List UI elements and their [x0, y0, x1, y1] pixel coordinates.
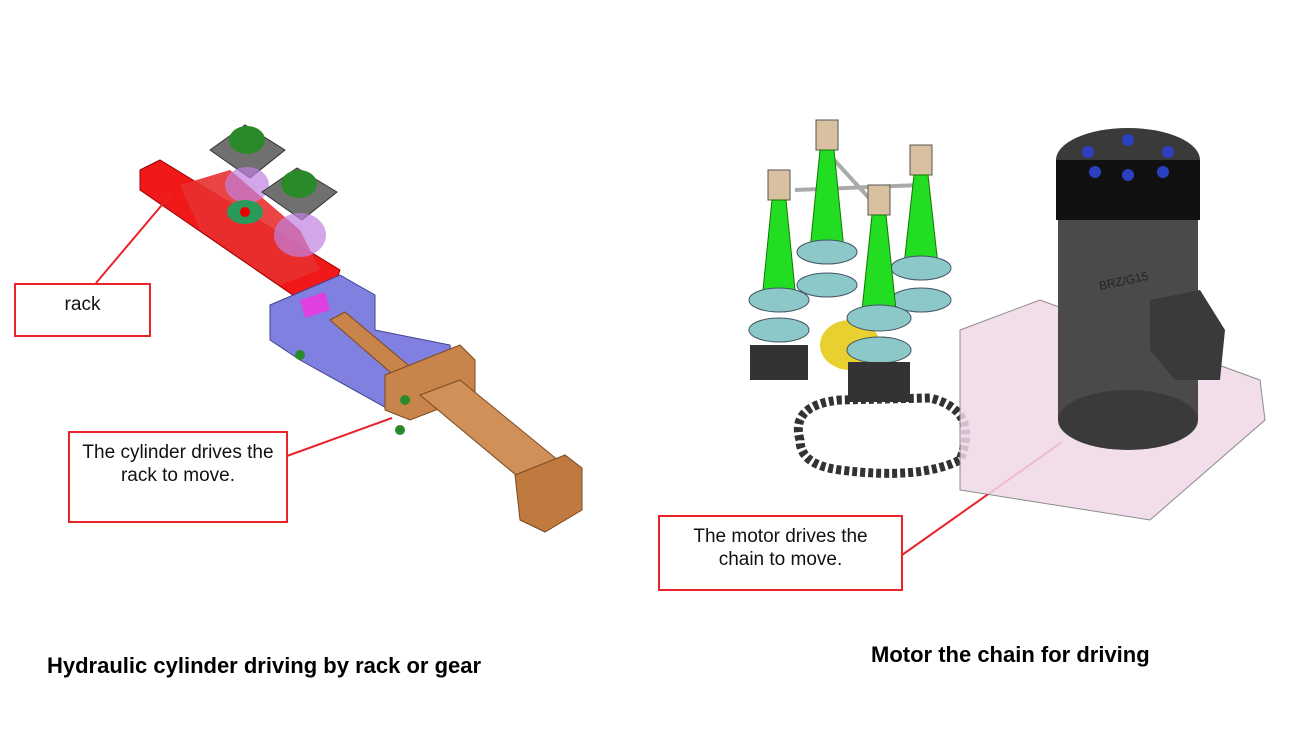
gear-motor-2 [261, 167, 338, 257]
spindle-4 [846, 184, 912, 402]
rack-cylinder-assembly [139, 124, 583, 533]
gear-motor-1 [209, 124, 286, 203]
motor-callout: The motor drives the chain to move. [658, 515, 903, 591]
cylinder-callout: The cylinder drives the rack to move. [68, 431, 288, 523]
rack-leader-line [95, 192, 173, 284]
spindle-3 [890, 144, 952, 313]
spindle-2 [796, 119, 858, 298]
chain-drive-assembly: BRZ/G15 [748, 119, 1266, 521]
right-caption: Motor the chain for driving [871, 642, 1150, 667]
rack-callout: rack [14, 283, 151, 337]
left-caption: Hydraulic cylinder driving by rack or ge… [47, 653, 482, 678]
spindle-1 [748, 169, 810, 380]
hydraulic-motor: BRZ/G15 [1056, 128, 1225, 450]
cylinder-leader-line [286, 417, 393, 457]
